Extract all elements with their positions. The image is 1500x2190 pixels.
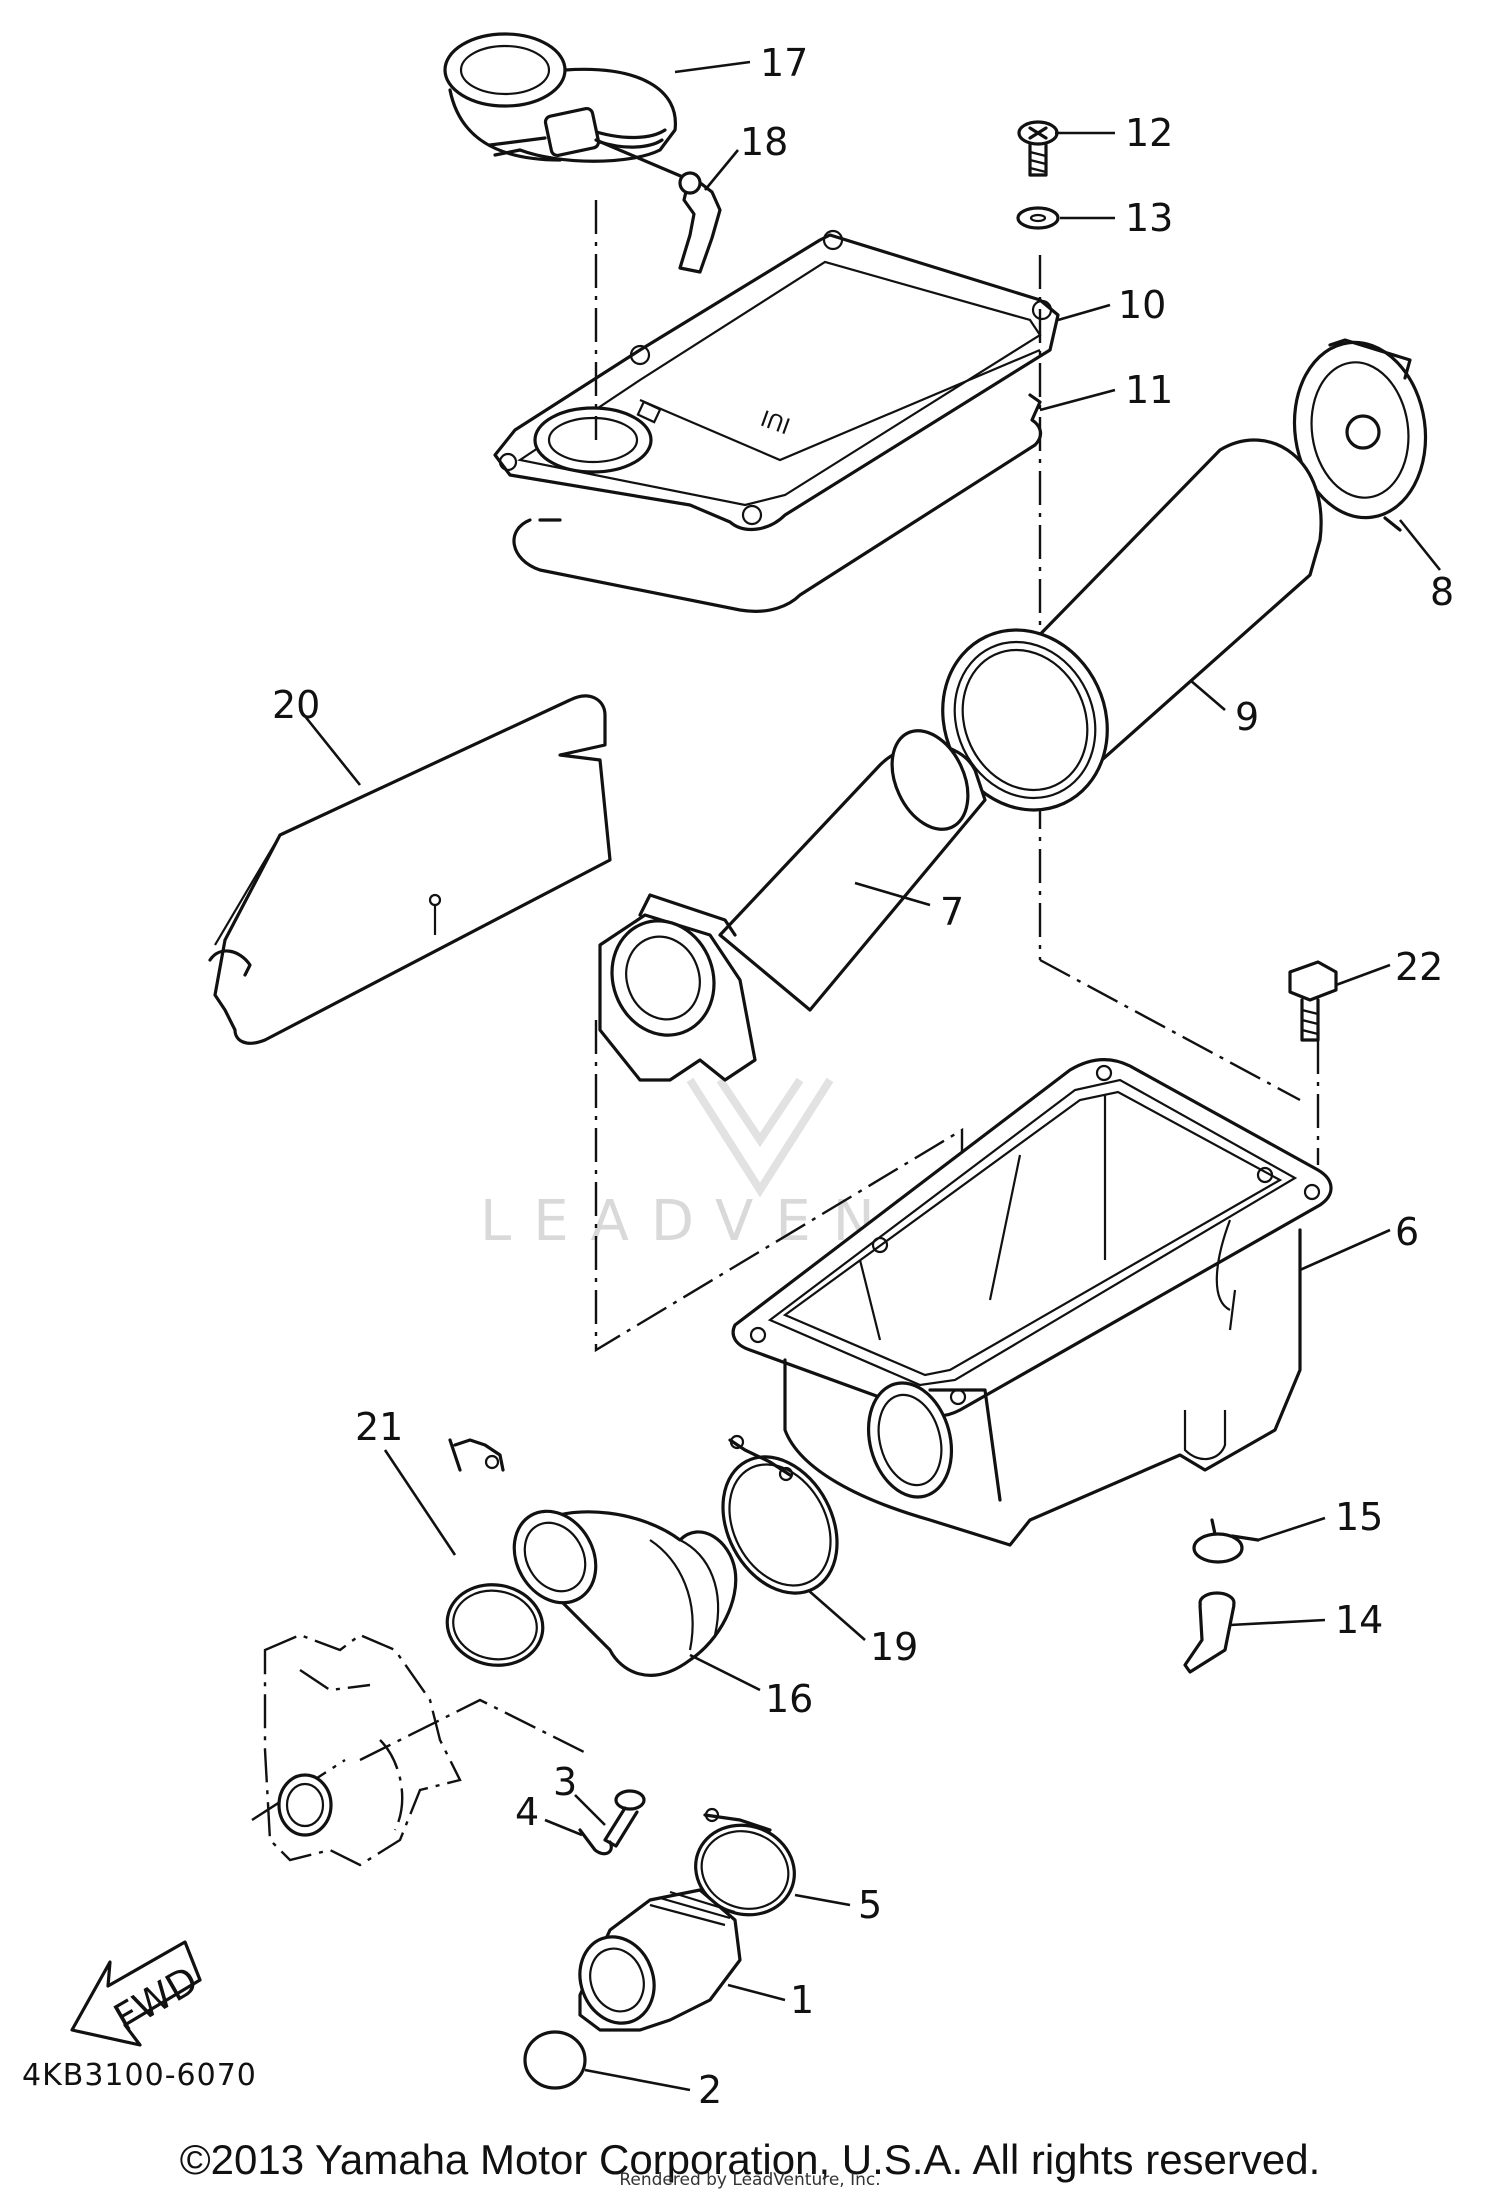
callout-7: 7 — [940, 890, 964, 934]
callout-10: 10 — [1118, 283, 1166, 327]
callout-15: 15 — [1335, 1495, 1383, 1539]
carburetor-outline — [263, 1633, 462, 1867]
part-15-clip — [1192, 1518, 1260, 1564]
fwd-arrow: FWD — [70, 1940, 205, 2047]
callout-1: 1 — [790, 1978, 814, 2022]
part-3-bolt — [603, 1789, 646, 1848]
part-6-filter-case — [731, 1058, 1333, 1547]
part-9-filter-element — [941, 438, 1323, 812]
part-19-clamp — [721, 1434, 839, 1595]
part-22-bolt — [1288, 960, 1338, 1042]
part-17-intake-duct — [443, 32, 677, 163]
callout-17: 17 — [760, 41, 808, 85]
part-code: 4KB3100-6070 — [22, 2058, 257, 2093]
callout-5: 5 — [858, 1883, 882, 1927]
callout-8: 8 — [1430, 570, 1454, 614]
callout-numbers: 17 18 12 13 10 11 8 9 7 20 22 6 15 14 19… — [272, 41, 1454, 2112]
part-16-rubber-joint — [512, 1509, 738, 1677]
callout-3: 3 — [553, 1760, 577, 1804]
part-8-cap — [1292, 338, 1428, 532]
callout-11: 11 — [1125, 368, 1173, 412]
part-2-o-ring — [523, 2030, 587, 2090]
callout-12: 12 — [1125, 111, 1173, 155]
part-14-drain-plug — [1183, 1591, 1236, 1674]
callout-21: 21 — [355, 1405, 403, 1449]
callout-22: 22 — [1395, 945, 1443, 989]
part-7-joint-tube — [598, 729, 987, 1082]
callout-19: 19 — [870, 1625, 918, 1669]
callout-16: 16 — [765, 1677, 813, 1721]
callout-14: 14 — [1335, 1598, 1383, 1642]
part-4-clip — [578, 1828, 613, 1856]
copyright-notice: ©2013 Yamaha Motor Corporation, U.S.A. A… — [179, 2136, 1321, 2183]
part-10-case-cover: IUI — [493, 229, 1060, 531]
part-18-hose — [594, 138, 722, 274]
leader-lines — [298, 60, 1442, 2092]
rendered-by-notice: Rendered by LeadVenture, Inc. — [619, 2170, 881, 2190]
callout-18: 18 — [740, 120, 788, 164]
callout-6: 6 — [1395, 1210, 1419, 1254]
part-1-intake-joint — [578, 1888, 742, 2032]
part-21-clamp — [445, 1438, 545, 1667]
callout-4: 4 — [515, 1790, 539, 1834]
part-20-plate — [208, 694, 612, 1045]
part-13-washer — [1016, 206, 1060, 230]
callout-13: 13 — [1125, 196, 1173, 240]
callout-9: 9 — [1235, 695, 1259, 739]
callout-2: 2 — [698, 2068, 722, 2112]
callout-20: 20 — [272, 683, 320, 727]
part-12-screw — [1017, 120, 1059, 177]
